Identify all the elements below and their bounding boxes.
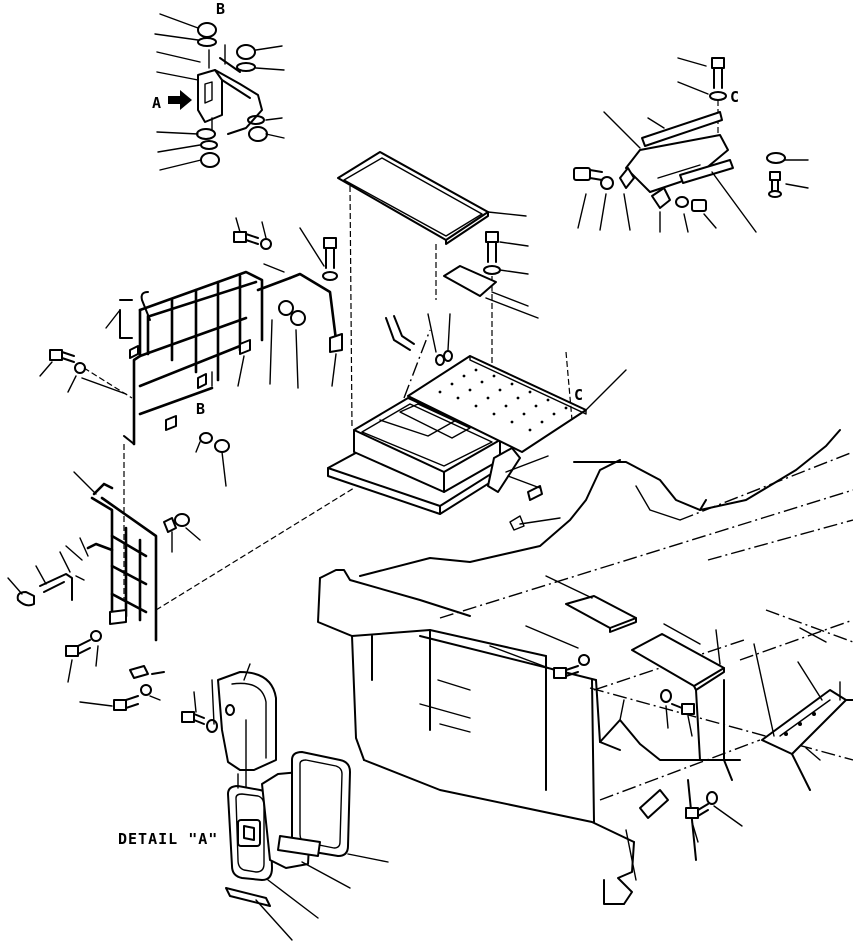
callout-label-a: A	[152, 94, 161, 112]
view-arrow-icon	[168, 90, 192, 110]
hinge-housing	[217, 671, 277, 771]
callout-label-b-top: B	[216, 0, 225, 18]
floor-plate-large	[631, 633, 725, 687]
machine-body	[317, 429, 853, 905]
hinge-plate	[197, 69, 223, 123]
callout-label-b-mid: B	[196, 400, 205, 418]
leader-lines-cover-bracket	[577, 57, 809, 233]
leader-lines-box	[427, 297, 627, 525]
bracket-plate	[625, 134, 729, 193]
callout-label-c-top: C	[730, 88, 739, 106]
leader-lines-body	[489, 575, 841, 843]
cover-bracket-assembly: C	[573, 57, 809, 233]
battery-box: C	[327, 297, 627, 531]
detail-a-label: DETAIL "A"	[118, 830, 218, 848]
bracket-strip-upper	[641, 111, 723, 147]
leader-lines-hinge	[154, 13, 285, 171]
perforation-dots	[438, 368, 568, 432]
leader-lines-step	[7, 471, 201, 707]
handle-bar	[225, 887, 271, 907]
step-channel-right	[761, 689, 847, 755]
top-cover-plate	[337, 151, 529, 440]
leader-lines-rail	[39, 217, 337, 487]
floor-plate-small	[565, 595, 637, 629]
detail-a-door-assembly: DETAIL "A"	[118, 663, 389, 941]
step-frame-assembly	[7, 471, 355, 711]
leader-lines-detail	[193, 663, 389, 941]
handrail-assembly: B	[39, 217, 343, 600]
hinge-bracket-assembly: B A	[152, 0, 285, 171]
callout-label-c-mid: C	[574, 386, 583, 404]
